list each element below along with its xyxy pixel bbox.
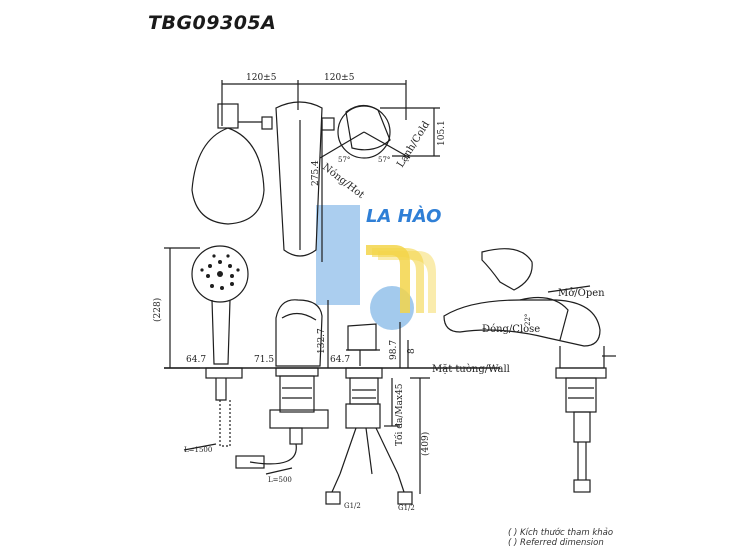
dim-body-height: 275.4	[311, 160, 321, 186]
note-reference-en: ( ) Referred dimension	[508, 538, 604, 548]
label-close: Đóng/Close	[482, 324, 540, 335]
dim-width-right: 64.7	[330, 355, 350, 365]
side-angle: 22°	[524, 314, 532, 326]
label-hose-mid: L=500	[268, 476, 292, 484]
dim-spacing-right: 120±5	[324, 73, 355, 83]
lever-front	[347, 323, 377, 351]
dim-lever-height: 105.1	[437, 120, 447, 146]
angle-cold: 57°	[378, 156, 390, 164]
note-reference-vi: ( ) Kích thước tham khảo	[508, 528, 614, 538]
label-hot: Nóng/Hot	[320, 162, 366, 201]
dim-width-mid: 71.5	[254, 355, 274, 365]
dim-handshower-height: (228)	[152, 298, 163, 322]
label-open: Mở/Open	[558, 288, 605, 299]
product-code-title: TBG09305A	[148, 12, 277, 34]
side-handshower-head	[481, 248, 533, 291]
label-hose-left: L=1500	[184, 446, 212, 454]
dim-width-left: 64.7	[186, 355, 206, 365]
handshower-top-outline	[191, 127, 265, 225]
watermark-logo: LA HÀO	[316, 205, 441, 330]
label-cold: Lạnh/Cold	[395, 119, 432, 170]
side-spout	[443, 299, 601, 347]
spout-front	[275, 299, 323, 367]
label-thread-left: G1/2	[344, 502, 361, 510]
dim-spacing-left: 120±5	[246, 73, 277, 83]
dim-gap: 8	[407, 348, 417, 354]
dim-lever-height-front: 98.7	[389, 340, 399, 360]
label-wall: Mặt tường/Wall	[432, 364, 510, 375]
spout-top-outline	[275, 101, 323, 257]
watermark-text: LA HÀO	[366, 205, 441, 227]
dim-total-depth: (409)	[420, 432, 431, 456]
dim-spout-height: 132.7	[317, 328, 327, 354]
front-view: (228) 132.7 98.7 8 Mặt tường/Wall 64.7 7…	[152, 245, 510, 512]
label-thread-right: G1/2	[398, 504, 415, 512]
handshower-head	[191, 245, 249, 303]
dim-deck-max: Tối đa/Max45	[394, 383, 405, 446]
side-view: Mở/Open Đóng/Close 22°	[443, 248, 616, 493]
angle-hot: 57°	[338, 156, 350, 164]
